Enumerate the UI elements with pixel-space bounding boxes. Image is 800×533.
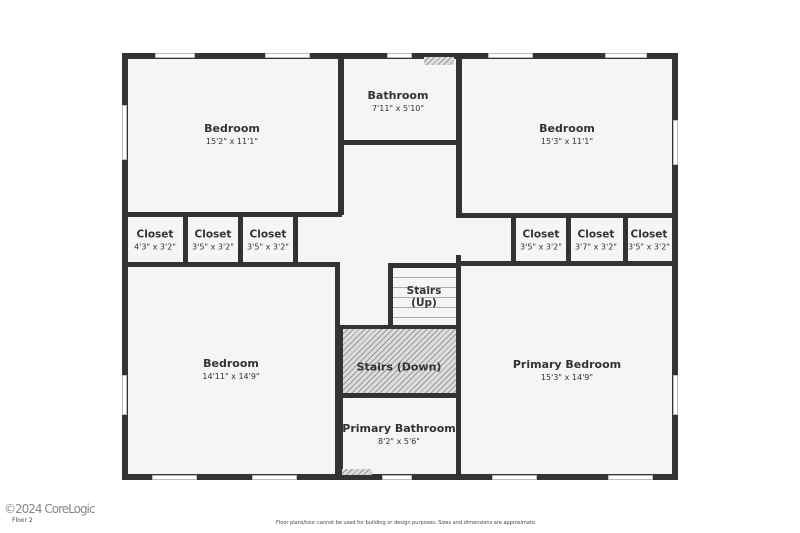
disclaimer: Floor plans/tour cannot be used for buil… (276, 520, 537, 526)
watermark: ©2024 CoreLogic (4, 502, 95, 516)
stairs-up-label: Stairs(Up) (406, 285, 442, 309)
vent (424, 57, 454, 65)
floor-label: Floor 2 (12, 517, 33, 524)
vent (342, 469, 372, 475)
stairs-down (343, 329, 456, 393)
stairs-up (393, 268, 456, 325)
stairs-down-label: Stairs (Down) (356, 360, 442, 374)
